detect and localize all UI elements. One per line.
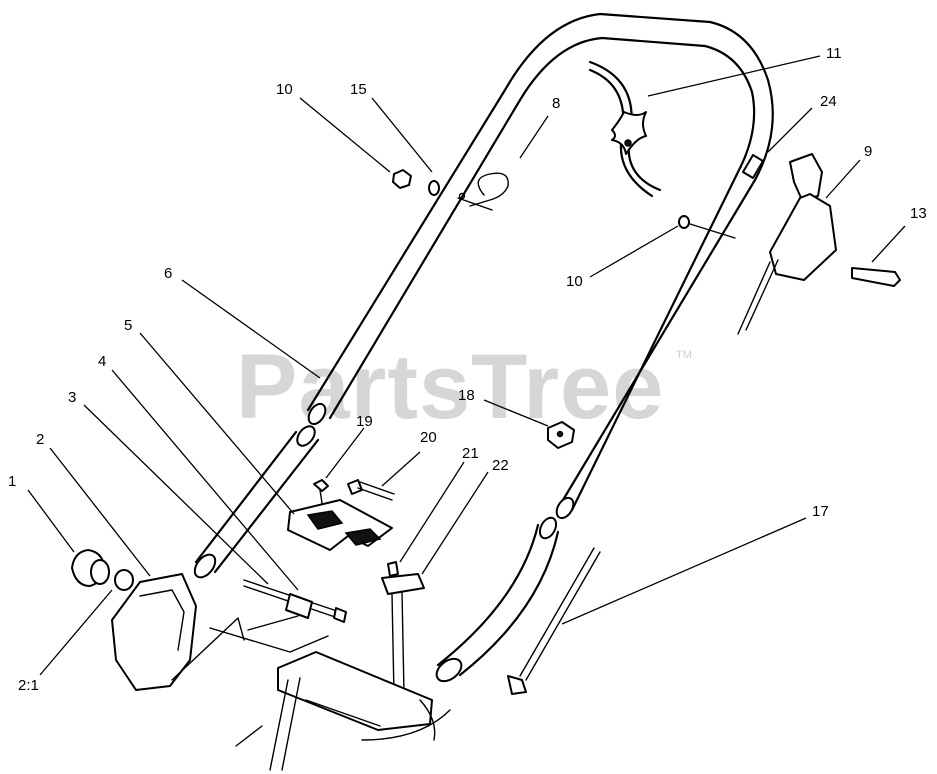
callout-9: 9	[864, 143, 872, 160]
callout-15: 15	[350, 81, 367, 98]
watermark-text: PartsTree	[236, 336, 664, 438]
lower-handle-left	[193, 425, 320, 579]
callout-22: 22	[492, 457, 509, 474]
mower-base	[171, 615, 451, 771]
callout-2-1: 2:1	[18, 677, 39, 694]
callout-11: 11	[826, 45, 842, 62]
callout-labels: 1 2 2:1 3 4 5 6 8 9 10 10 11 13 15 17 18…	[8, 45, 927, 694]
callout-21: 21	[462, 445, 479, 462]
callout-10a: 10	[276, 81, 293, 98]
cable-11	[588, 60, 662, 198]
callout-24: 24	[820, 93, 837, 110]
callout-3: 3	[68, 389, 76, 406]
callout-8: 8	[552, 95, 560, 112]
callout-2: 2	[36, 431, 44, 448]
bracket-5	[287, 479, 395, 551]
callout-13: 13	[910, 205, 927, 222]
callout-1: 1	[8, 473, 16, 490]
control-lever-9	[737, 153, 901, 335]
post-22	[381, 547, 601, 697]
callout-19: 19	[356, 413, 373, 430]
callout-6: 6	[164, 265, 172, 282]
clip-18	[547, 421, 575, 449]
upper-handle	[306, 12, 774, 520]
callout-18: 18	[458, 387, 475, 404]
watermark: PartsTree TM	[236, 336, 692, 438]
callout-17: 17	[812, 503, 829, 520]
hardware-top	[392, 169, 736, 239]
handle-slot	[742, 154, 764, 179]
knob-assembly	[71, 549, 197, 691]
callout-10b: 10	[566, 273, 583, 290]
callout-20: 20	[420, 429, 437, 446]
watermark-trademark: TM	[676, 349, 692, 361]
lower-handle-right	[435, 516, 560, 683]
spring-bolt-4	[243, 579, 347, 623]
leader-lines	[27, 55, 906, 676]
callout-5: 5	[124, 317, 132, 334]
callout-4: 4	[98, 353, 106, 370]
